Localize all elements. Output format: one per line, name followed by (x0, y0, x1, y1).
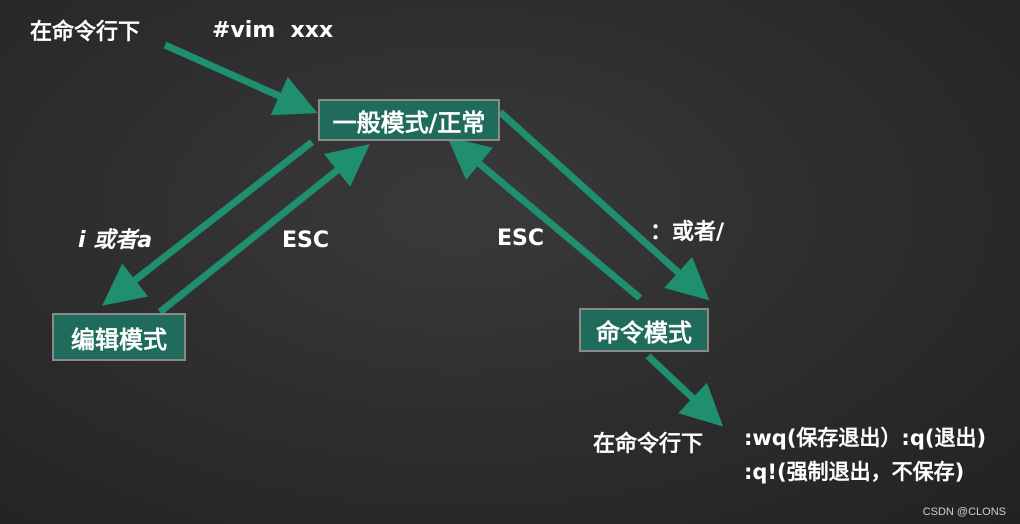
edge-label-command-esc: ESC (497, 226, 545, 251)
arrow-normal-to-edit (102, 139, 315, 306)
command-line-1: :wq(保存退出）:q(退出) (744, 426, 987, 450)
watermark: CSDN @CLONS (922, 506, 1006, 518)
edge-label-to-command: ：或者/ (650, 220, 725, 245)
edge-label-to-edit: i 或者a (78, 228, 153, 253)
arrow-start-to-normal (163, 41, 318, 116)
edit-mode-node: 编辑模式 (52, 313, 186, 361)
arrow-command-to-cmdline (645, 353, 724, 427)
top-left-label: 在命令行下 (30, 20, 141, 45)
arrow-edit-to-normal (157, 144, 370, 315)
command-line-2: :q!(强制退出，不保存) (744, 460, 965, 484)
arrow-command-to-normal (447, 136, 643, 301)
arrow-normal-to-command (497, 109, 710, 301)
bottom-cmdline-label: 在命令行下 (593, 432, 704, 457)
vim-command-label: #vim xxx (212, 18, 334, 43)
edge-label-edit-esc: ESC (282, 228, 330, 253)
normal-mode-node: 一般模式/正常 (318, 99, 500, 141)
command-mode-node: 命令模式 (579, 308, 709, 352)
